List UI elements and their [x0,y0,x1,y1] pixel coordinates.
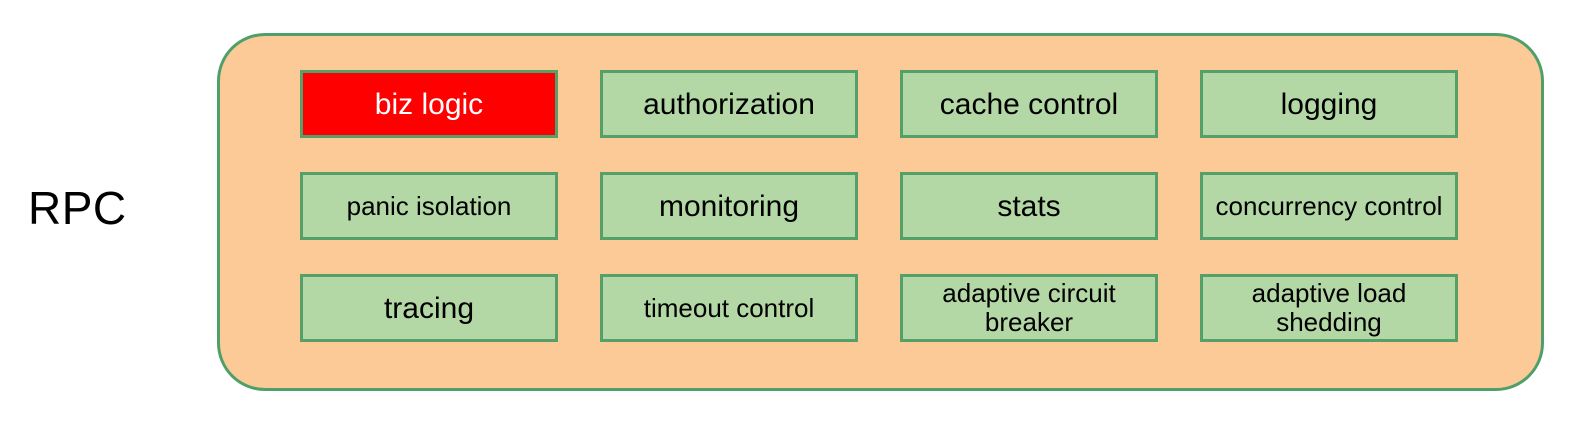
cell-label: adaptive circuit breaker [942,278,1116,337]
cell-timeout-control: timeout control [600,274,858,342]
cell-adaptive-circuit-breaker: adaptive circuit breaker [900,274,1158,342]
cell-label: panic isolation [346,190,512,221]
cell-monitoring: monitoring [600,172,858,240]
cell-label: monitoring [658,189,800,223]
cell-panic-isolation: panic isolation [300,172,558,240]
cell-logging: logging [1200,70,1458,138]
cell-concurrency-control: concurrency control [1200,172,1458,240]
cell-adaptive-load-shedding: adaptive load shedding [1200,274,1458,342]
cell-label: biz logic [374,87,484,121]
cell-cache-control: cache control [900,70,1158,138]
rpc-label: RPC [28,182,127,234]
cell-label: timeout control [643,292,815,323]
cell-label: stats [997,189,1061,223]
rpc-container: biz logic authorization cache control lo… [217,33,1544,391]
cell-label: adaptive load shedding [1251,278,1407,337]
feature-grid: biz logic authorization cache control lo… [300,70,1458,342]
cell-label: authorization [643,87,815,121]
cell-label: concurrency control [1215,190,1443,221]
cell-biz-logic: biz logic [300,70,558,138]
cell-label: cache control [939,87,1119,121]
cell-label: logging [1280,87,1378,121]
cell-stats: stats [900,172,1158,240]
cell-tracing: tracing [300,274,558,342]
cell-label: tracing [383,291,475,325]
cell-authorization: authorization [600,70,858,138]
